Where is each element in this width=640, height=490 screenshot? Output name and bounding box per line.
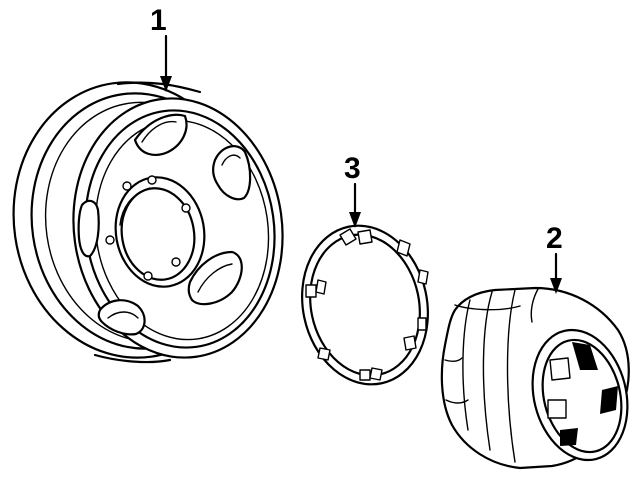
callout-label-1: 1	[150, 4, 167, 37]
callout-2: 2	[546, 222, 563, 294]
wheel	[12, 81, 284, 364]
spoke-windows	[77, 113, 252, 336]
callout-1: 1	[150, 4, 172, 92]
ring-clips	[305, 228, 429, 381]
callout-3: 3	[344, 152, 361, 228]
callout-label-3: 3	[344, 152, 361, 185]
retainer-ring	[301, 224, 429, 386]
lug-holes	[105, 175, 191, 281]
center-cap	[440, 286, 630, 470]
callout-label-2: 2	[546, 222, 563, 255]
